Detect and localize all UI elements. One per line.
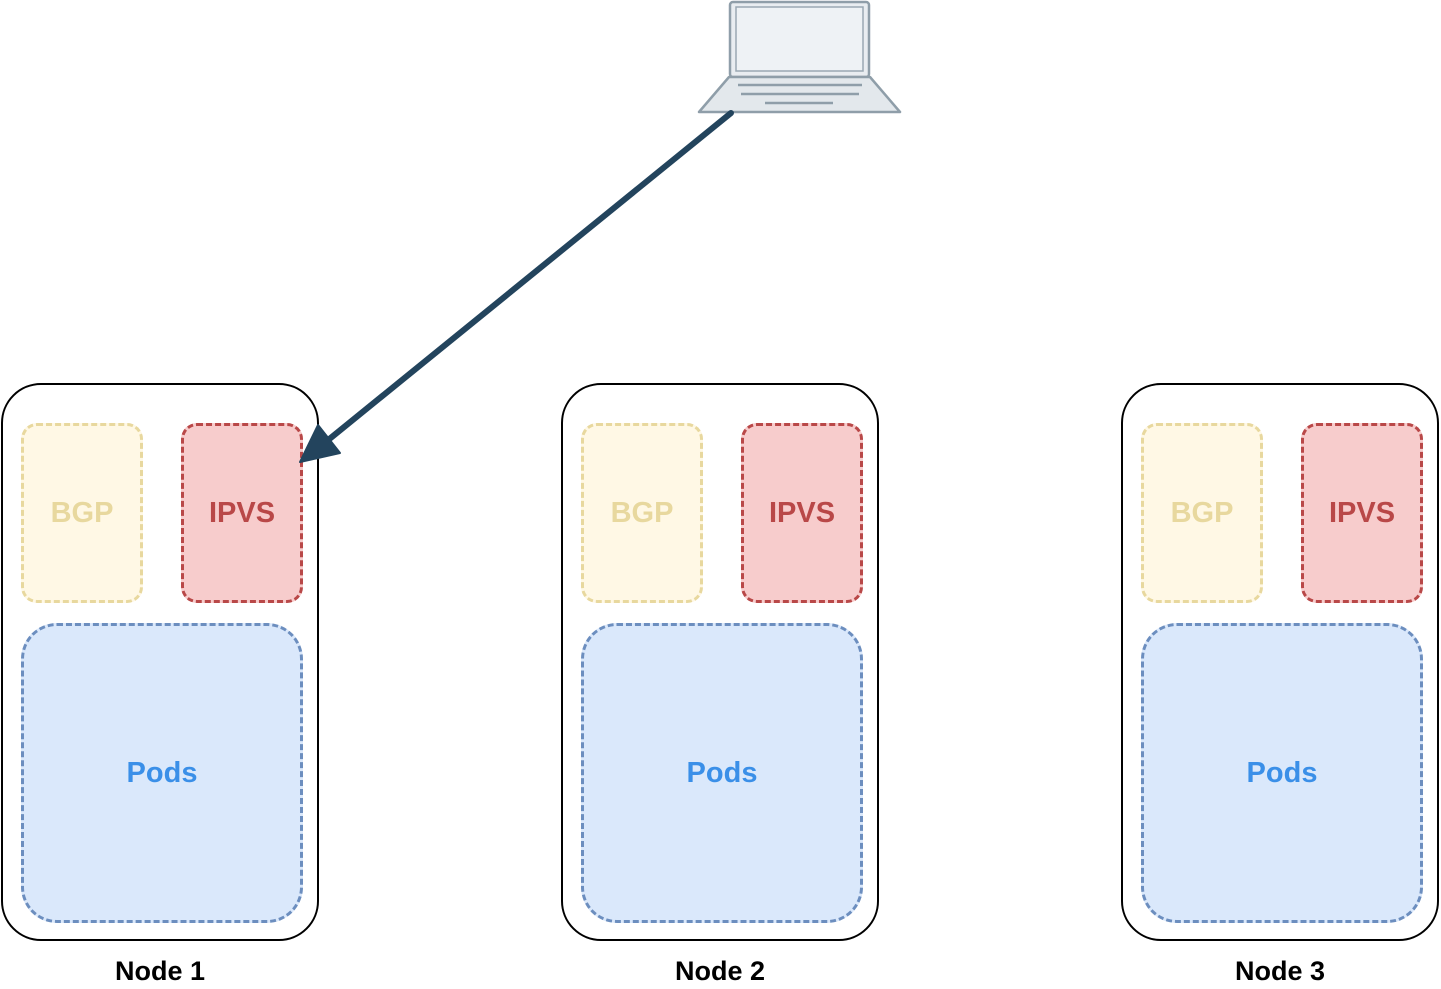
bgp-block: BGP [1141, 423, 1263, 603]
node-3-container: BGP IPVS Pods [1121, 383, 1439, 941]
node-2-label: Node 2 [674, 956, 766, 986]
pods-block: Pods [1141, 623, 1423, 923]
node-2-container: BGP IPVS Pods [561, 383, 879, 941]
node-1-container: BGP IPVS Pods [1, 383, 319, 941]
connection-arrow [299, 110, 734, 463]
ipvs-block: IPVS [741, 423, 863, 603]
bgp-block: BGP [581, 423, 703, 603]
laptop-icon [697, 0, 902, 114]
bgp-block: BGP [21, 423, 143, 603]
ipvs-block: IPVS [1301, 423, 1423, 603]
ipvs-block: IPVS [181, 423, 303, 603]
pods-block: Pods [21, 623, 303, 923]
pods-block: Pods [581, 623, 863, 923]
node-3-label: Node 3 [1234, 956, 1326, 986]
node-1-label: Node 1 [114, 956, 206, 986]
